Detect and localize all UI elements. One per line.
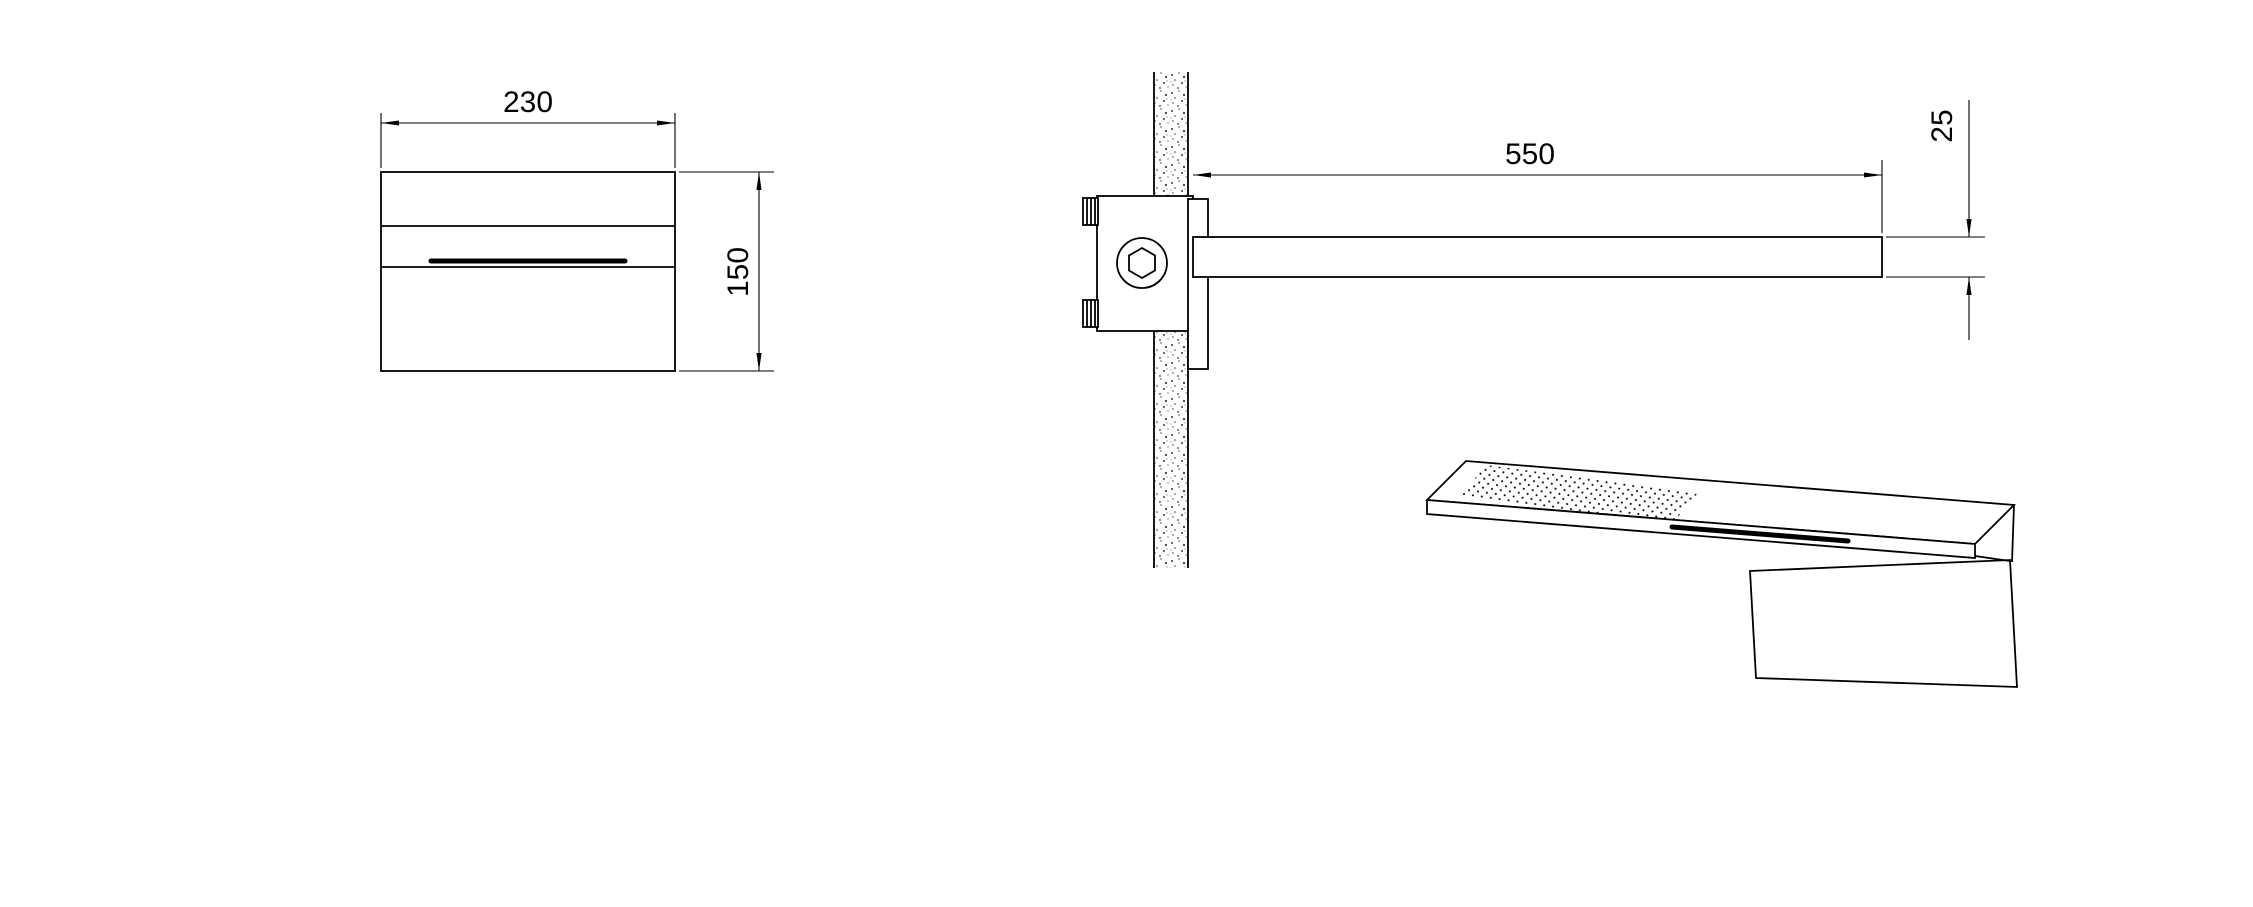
front-body-outline [380,171,676,372]
set-screw-top [1082,197,1099,226]
hex-socket-icon [1128,246,1156,280]
height-dimension-label: 150 [722,247,755,297]
front-height-dimension: 150 [679,171,774,372]
arm-thickness-dimension: 25 [1886,100,1985,340]
hex-socket-bolt [1116,237,1168,289]
bolt-head-circle [1116,237,1168,289]
front-width-dimension: 230 [380,86,676,168]
side-view: 550 25 [1082,72,1985,568]
set-screw-bottom [1082,299,1099,328]
wall-flange-plate [1187,198,1209,370]
length-dimension-label: 550 [1505,138,1555,171]
head-right-front-connector-edge [1974,555,2011,562]
isometric-view [1424,460,2018,688]
head-body-block [1749,559,2018,688]
thickness-dimension-label: 25 [1926,109,1959,142]
shower-arm-profile [1192,236,1883,278]
width-dimension-label: 230 [503,86,553,119]
spray-perforation-area [1460,465,1698,524]
head-right-back-edge [2011,504,2015,563]
front-view: 230 150 [380,86,774,372]
waterfall-slot-iso [1669,524,1851,544]
arm-length-dimension: 550 [1193,138,1883,233]
